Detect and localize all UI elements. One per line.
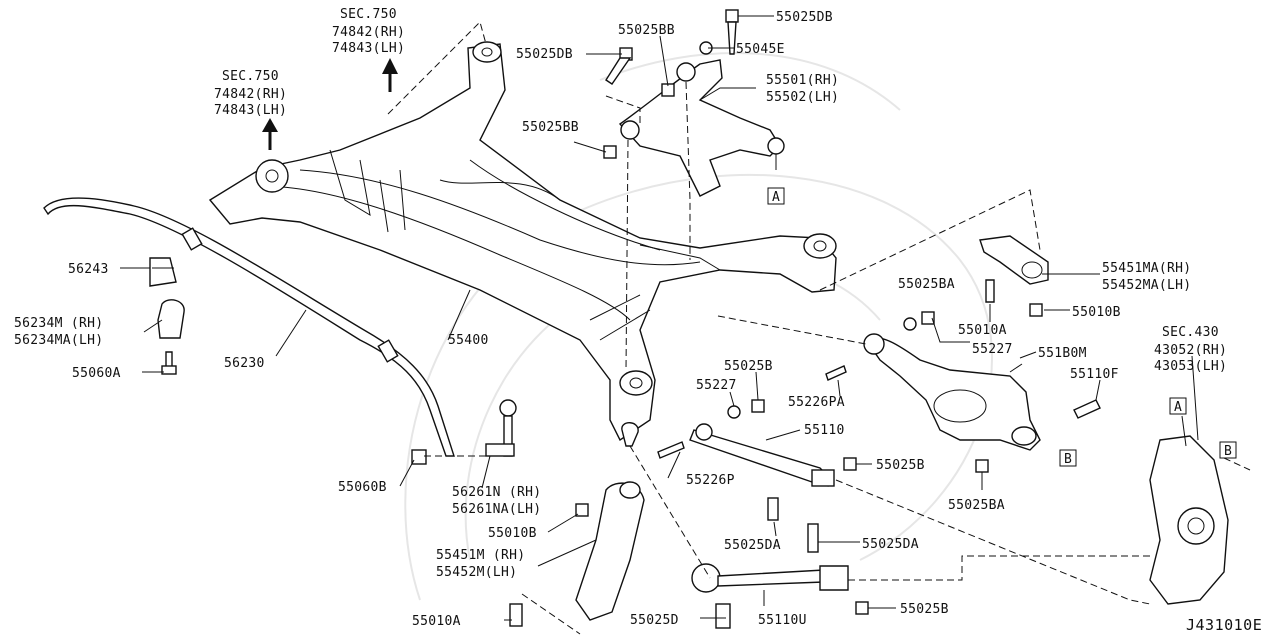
svg-text:43052(RH): 43052(RH) bbox=[1154, 343, 1227, 358]
arrow-up-icon bbox=[262, 58, 398, 150]
bolt-55010a-icon bbox=[509, 279, 995, 627]
ref-marker-b-arm: B bbox=[1059, 449, 1077, 467]
part-labels: 55025DB 55025BB 55025DB 55045E 55501(RH)… bbox=[14, 10, 1191, 629]
assembly-dash-lines bbox=[387, 21, 1251, 635]
nut-55025bb-icon bbox=[603, 83, 675, 159]
label-55025bb: 55025BB bbox=[618, 23, 675, 38]
svg-text:74843(LH): 74843(LH) bbox=[214, 103, 287, 118]
label-55227: 55227 bbox=[972, 342, 1013, 357]
label-55060b: 55060B bbox=[338, 480, 387, 495]
member-mount-bushing bbox=[255, 41, 837, 396]
label-55110: 55110 bbox=[804, 423, 845, 438]
bolt-55110f-icon bbox=[1073, 399, 1101, 419]
label-55010a: 55010A bbox=[412, 614, 461, 629]
link-bracket-upper bbox=[979, 235, 1049, 285]
label-55025db: 55025DB bbox=[776, 10, 833, 25]
bolt-55025d-icon bbox=[715, 603, 731, 629]
label-55110f: 55110F bbox=[1070, 367, 1119, 382]
nut-55060b-icon bbox=[411, 449, 427, 465]
label-56234ma: 56234MA(LH) bbox=[14, 333, 103, 348]
label-55451m: 55451M (RH) bbox=[436, 548, 525, 563]
label-55025d: 55025D bbox=[630, 613, 679, 628]
rear-suspension-member bbox=[208, 41, 837, 447]
link-bracket-lower bbox=[575, 481, 645, 621]
label-55025bb: 55025BB bbox=[522, 120, 579, 135]
label-55025b: 55025B bbox=[876, 458, 925, 473]
stabilizer-bushing bbox=[149, 257, 177, 287]
svg-text:74842(RH): 74842(RH) bbox=[214, 87, 287, 102]
svg-text:A: A bbox=[1174, 400, 1182, 415]
leader-lines bbox=[120, 15, 1199, 621]
label-55025ba: 55025BA bbox=[898, 277, 955, 292]
drawing-code: J431010E bbox=[1186, 616, 1262, 634]
svg-text:43053(LH): 43053(LH) bbox=[1154, 359, 1227, 374]
label-56230: 56230 bbox=[224, 356, 265, 371]
stabilizer-clamp bbox=[157, 299, 185, 339]
label-56261n: 56261N (RH) bbox=[452, 485, 541, 500]
bolt-55226pa-icon bbox=[825, 365, 847, 381]
label-55226pa: 55226PA bbox=[788, 395, 845, 410]
stabilizer-connecting-rod bbox=[485, 399, 517, 457]
label-55025b: 55025B bbox=[724, 359, 773, 374]
label-55010b: 55010B bbox=[488, 526, 537, 541]
nut-55025b-icon bbox=[751, 399, 869, 615]
label-55025b: 55025B bbox=[900, 602, 949, 617]
svg-text:SEC.750: SEC.750 bbox=[340, 7, 397, 22]
svg-text:SEC.750: SEC.750 bbox=[222, 69, 279, 84]
label-55452m: 55452M(LH) bbox=[436, 565, 517, 580]
label-55010a: 55010A bbox=[958, 323, 1007, 338]
label-56243: 56243 bbox=[68, 262, 109, 277]
upper-control-link bbox=[691, 563, 849, 593]
lower-link-arm bbox=[863, 333, 1041, 451]
nut-55010b-icon bbox=[575, 303, 1043, 517]
callout-sec750-upper: SEC.750 74842(RH) 74843(LH) bbox=[332, 7, 405, 56]
lateral-link bbox=[689, 423, 835, 487]
callout-sec430: SEC.430 43052(RH) 43053(LH) bbox=[1154, 325, 1227, 374]
label-55226p: 55226P bbox=[686, 473, 735, 488]
label-55501: 55501(RH) bbox=[766, 73, 839, 88]
label-55025ba: 55025BA bbox=[948, 498, 1005, 513]
callout-sec750-left: SEC.750 74842(RH) 74843(LH) bbox=[214, 69, 287, 118]
label-55025da: 55025DA bbox=[724, 538, 781, 553]
axle-knuckle bbox=[1149, 435, 1229, 605]
label-55045e: 55045E bbox=[736, 42, 785, 57]
svg-text:74843(LH): 74843(LH) bbox=[332, 41, 405, 56]
label-55452ma: 55452MA(LH) bbox=[1102, 278, 1191, 293]
ref-marker-a-upper: A bbox=[767, 187, 785, 205]
label-55025da: 55025DA bbox=[862, 537, 919, 552]
label-55110u: 55110U bbox=[758, 613, 807, 628]
label-55060a: 55060A bbox=[72, 366, 121, 381]
svg-text:A: A bbox=[772, 190, 780, 205]
label-55010b: 55010B bbox=[1072, 305, 1121, 320]
bolt-55226p-icon bbox=[657, 441, 685, 459]
svg-text:74842(RH): 74842(RH) bbox=[332, 25, 405, 40]
ref-marker-a-knuckle: A bbox=[1169, 397, 1187, 415]
bolt-55060a-icon bbox=[161, 351, 177, 375]
stabilizer-bar bbox=[43, 197, 455, 457]
label-55025db: 55025DB bbox=[516, 47, 573, 62]
svg-text:SEC.430: SEC.430 bbox=[1162, 325, 1219, 340]
label-55227: 55227 bbox=[696, 378, 737, 393]
bolt-55025da-icon bbox=[767, 497, 819, 553]
upper-link-arm bbox=[618, 59, 785, 197]
label-55502: 55502(LH) bbox=[766, 90, 839, 105]
svg-text:B: B bbox=[1064, 452, 1072, 467]
label-56261na: 56261NA(LH) bbox=[452, 502, 541, 517]
ref-marker-b-knuckle: B bbox=[1219, 441, 1237, 459]
label-55400: 55400 bbox=[448, 333, 489, 348]
label-551b0m: 551B0M bbox=[1038, 346, 1087, 361]
label-55451ma: 55451MA(RH) bbox=[1102, 261, 1191, 276]
label-56234m: 56234M (RH) bbox=[14, 316, 103, 331]
svg-text:B: B bbox=[1224, 444, 1232, 459]
